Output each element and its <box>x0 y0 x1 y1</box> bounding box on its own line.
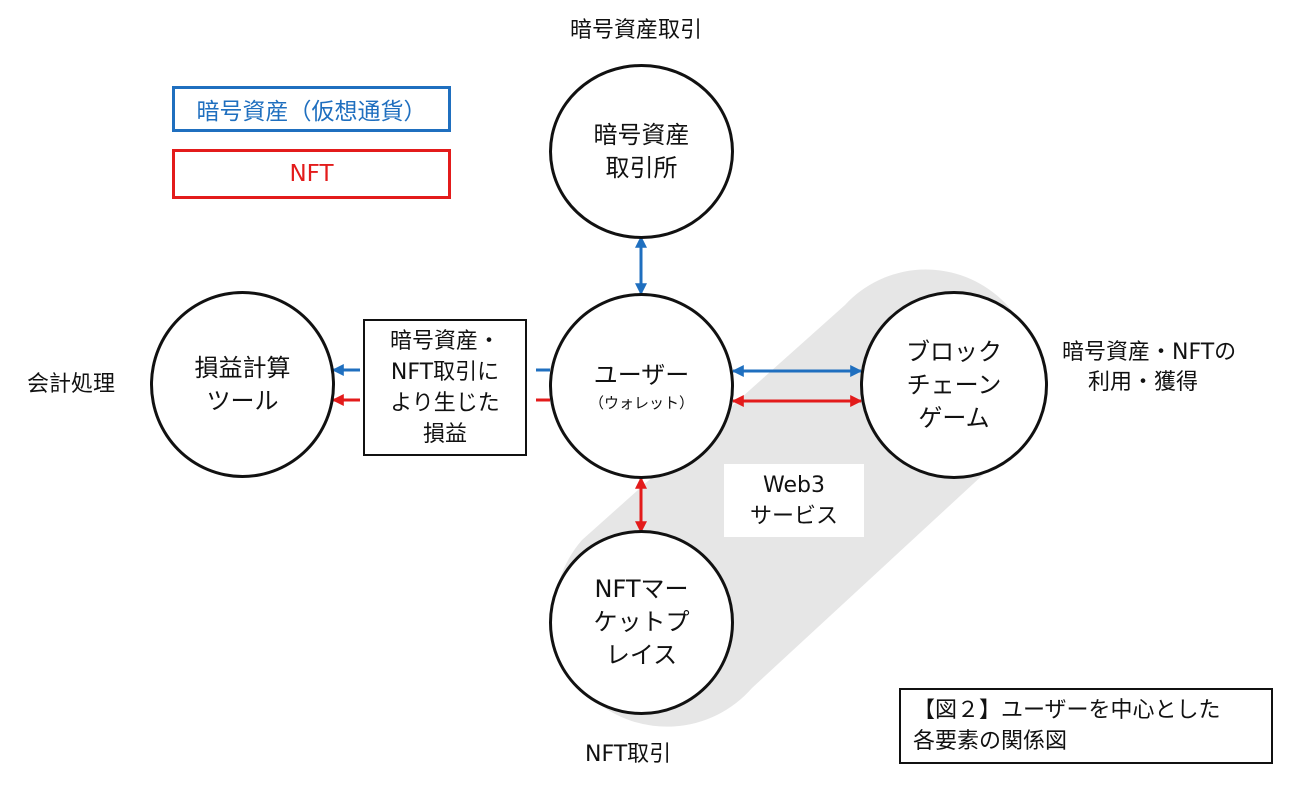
profit-line-2: NFT取引に <box>390 359 500 385</box>
game-line-2: チェーン <box>906 370 1002 399</box>
legend-crypto-label: 暗号資産（仮想通貨） <box>196 99 427 125</box>
game-caption-2: 利用・獲得 <box>1088 370 1199 395</box>
legend-nft-label: NFT <box>289 161 334 187</box>
profit-line-4: 損益 <box>422 421 467 447</box>
node-exchange: 暗号資産 取引所 <box>549 64 734 239</box>
legend-nft: NFT <box>172 149 451 199</box>
game-line-1: ブロック <box>906 337 1002 366</box>
profit-box: 暗号資産・ NFT取引に より生じた 損益 <box>363 319 527 456</box>
exchange-line-2: 取引所 <box>605 153 678 182</box>
marketplace-line-1: NFTマー <box>594 575 689 603</box>
taxtool-line-1: 損益計算 <box>194 353 291 382</box>
game-caption-1: 暗号資産・NFTの <box>1062 340 1237 365</box>
web3-line-1: Web3 <box>763 472 825 498</box>
node-tax-tool: 損益計算 ツール <box>150 291 335 478</box>
web3-line-2: サービス <box>749 503 838 529</box>
exchange-caption: 暗号資産取引 <box>570 18 703 43</box>
figure-caption: 【図２】ユーザーを中心とした 各要素の関係図 <box>899 688 1273 764</box>
node-user: ユーザー （ウォレット） <box>549 293 734 479</box>
node-game: ブロック チェーン ゲーム <box>860 291 1048 479</box>
nft-caption: NFT取引 <box>585 742 672 767</box>
user-line-1: ユーザー <box>593 360 690 389</box>
legend-crypto: 暗号資産（仮想通貨） <box>172 86 451 132</box>
profit-line-3: より生じた <box>390 390 500 416</box>
profit-line-1: 暗号資産・ <box>389 328 500 354</box>
figure-caption-line-2: 各要素の関係図 <box>913 729 1068 754</box>
marketplace-line-2: ケットプ <box>593 608 690 636</box>
figure-caption-line-1: 【図２】ユーザーを中心とした <box>913 698 1221 723</box>
user-line-2: （ウォレット） <box>588 393 694 412</box>
node-marketplace: NFTマー ケットプ レイス <box>549 530 734 715</box>
accounting-label: 会計処理 <box>27 372 116 397</box>
game-line-3: ゲーム <box>918 403 990 432</box>
web3-label-box: Web3 サービス <box>724 464 864 537</box>
marketplace-line-3: レイス <box>605 641 678 669</box>
exchange-line-1: 暗号資産 <box>593 120 690 149</box>
taxtool-line-2: ツール <box>206 386 279 415</box>
